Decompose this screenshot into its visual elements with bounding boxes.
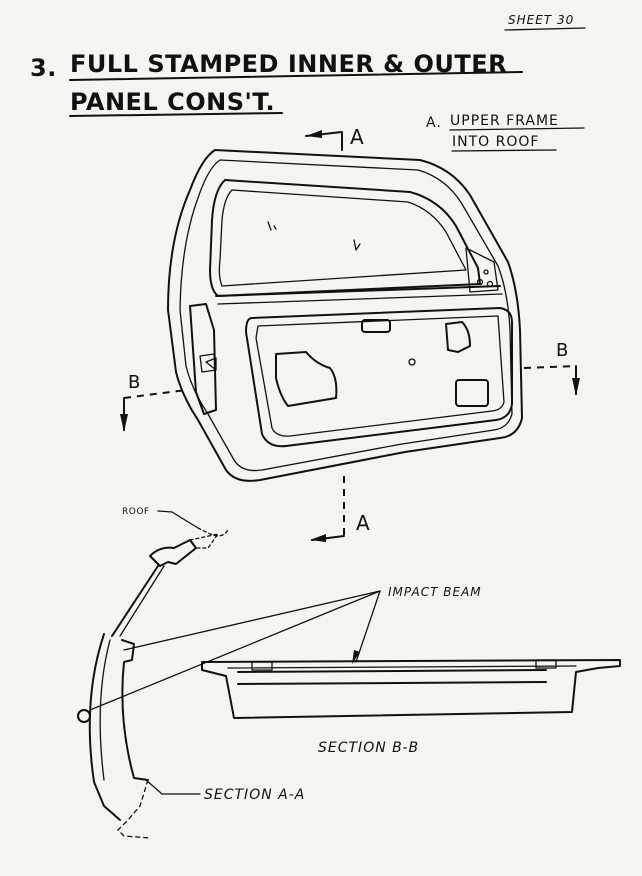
hinge-bracket bbox=[205, 357, 217, 371]
section-a-top-letter: A bbox=[350, 125, 364, 149]
note-line-1-underline bbox=[449, 127, 585, 131]
roof-label: ROOF bbox=[122, 507, 150, 517]
impact-beam-bar-top bbox=[237, 669, 547, 673]
section-impact-beam-circle bbox=[77, 709, 91, 723]
panel-cutout-speaker bbox=[275, 351, 338, 407]
impact-beam-leader-to-circle bbox=[89, 590, 381, 711]
section-a-top-marker: A bbox=[305, 125, 364, 151]
note-line-1: UPPER FRAME bbox=[450, 113, 559, 129]
section-b-left-cut-line bbox=[123, 389, 187, 399]
panel-cutout-lower-right bbox=[455, 379, 489, 407]
section-a-bottom-marker: A bbox=[310, 476, 370, 542]
glass-mark-1 bbox=[267, 221, 277, 231]
section-b-left-arrowhead bbox=[120, 414, 128, 432]
impact-beam-leader-to-section-aa bbox=[123, 590, 381, 651]
note-line-2: INTO ROOF bbox=[452, 134, 539, 150]
panel-cutout-top bbox=[361, 319, 391, 333]
door-panel-drawing bbox=[167, 149, 523, 482]
section-aa-callout: SECTION A-A bbox=[145, 779, 305, 803]
section-bb-inner bbox=[227, 665, 577, 669]
panel-cutout-right bbox=[445, 321, 471, 353]
section-door-inner bbox=[121, 639, 149, 781]
section-b-right-arrowhead bbox=[572, 378, 580, 396]
title-line-2: PANEL CONS'T. bbox=[70, 88, 275, 116]
note-a-group: A. UPPER FRAME INTO ROOF bbox=[426, 113, 585, 152]
section-bb-caption: SECTION B-B bbox=[318, 740, 419, 756]
roof-callout: ROOF bbox=[122, 507, 229, 537]
beam-end-block-left bbox=[251, 661, 273, 671]
roof-leader bbox=[157, 510, 199, 529]
sheet-label: SHEET 30 bbox=[508, 13, 574, 27]
section-b-right-letter: B bbox=[556, 340, 568, 361]
section-b-right-cut-line bbox=[523, 365, 577, 369]
impact-beam-bar-bottom bbox=[237, 681, 547, 685]
window-inner-edge bbox=[218, 189, 467, 287]
section-a-top-arrowhead bbox=[306, 130, 322, 138]
section-door-mid bbox=[99, 639, 111, 781]
section-lower-dashed bbox=[117, 779, 151, 839]
section-aa-leader bbox=[145, 779, 201, 795]
note-line-2-underline bbox=[451, 149, 557, 152]
title-line-2-underline bbox=[69, 112, 283, 117]
door-flange-outline bbox=[179, 159, 513, 472]
panel-hole bbox=[408, 358, 416, 366]
section-a-bottom-letter: A bbox=[356, 511, 370, 535]
section-aa-profile bbox=[77, 533, 219, 839]
roof-seal bbox=[149, 539, 197, 567]
glass-mark-2 bbox=[353, 239, 361, 251]
section-glass-line bbox=[111, 565, 159, 637]
impact-beam-leader-arrowhead bbox=[352, 650, 360, 664]
roof-dashed-outline bbox=[197, 527, 229, 537]
title-number: 3. bbox=[30, 54, 57, 82]
corner-bolt-3 bbox=[483, 269, 489, 275]
impact-beam-label: IMPACT BEAM bbox=[388, 585, 482, 599]
belt-line bbox=[215, 285, 501, 297]
section-b-right-marker: B bbox=[523, 340, 580, 396]
corner-bolt-1 bbox=[476, 278, 484, 286]
impact-beam-leader-to-section-bb bbox=[355, 590, 381, 663]
sheet-label-group: SHEET 30 bbox=[504, 13, 586, 31]
inner-panel bbox=[245, 307, 513, 448]
door-outer-outline bbox=[167, 149, 523, 482]
window-opening bbox=[209, 179, 481, 297]
section-aa-caption: SECTION A-A bbox=[204, 787, 305, 803]
inner-panel-edge bbox=[255, 315, 505, 437]
section-bb-outline bbox=[201, 659, 621, 719]
impact-beam-callout: IMPACT BEAM bbox=[89, 585, 482, 711]
mirror-corner-plate bbox=[465, 247, 499, 293]
section-b-left-letter: B bbox=[128, 372, 140, 393]
roof-seal-dashed bbox=[189, 533, 219, 549]
belt-line-lower bbox=[217, 293, 503, 305]
sheet-label-underline bbox=[504, 27, 586, 31]
section-a-bottom-arrowhead bbox=[310, 534, 326, 542]
title-line-1-underline bbox=[69, 71, 523, 81]
beam-end-block-right bbox=[535, 659, 557, 669]
section-glass-line-inner bbox=[119, 565, 165, 637]
note-letter: A. bbox=[426, 115, 442, 131]
section-bb-profile bbox=[201, 659, 621, 719]
hinge-pillar bbox=[189, 303, 217, 415]
title-group: 3. FULL STAMPED INNER & OUTER PANEL CONS… bbox=[30, 50, 523, 117]
section-b-left-marker: B bbox=[120, 372, 187, 432]
